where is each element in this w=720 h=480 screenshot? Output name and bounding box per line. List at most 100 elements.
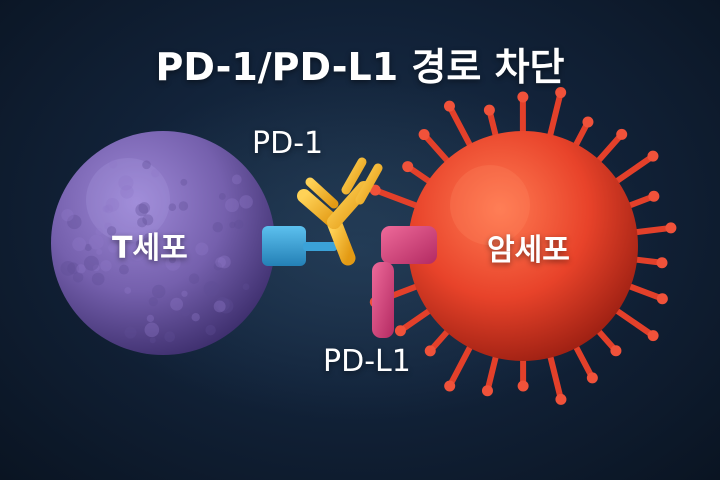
t-cell-bump <box>84 243 92 252</box>
t-cell-bump <box>164 331 176 343</box>
t-cell-bump <box>146 314 155 323</box>
t-cell-bump <box>225 198 239 213</box>
t-cell-bump <box>60 260 76 276</box>
t-cell-highlight <box>86 158 170 242</box>
t-cell-bump <box>215 257 226 268</box>
t-cell-bump <box>180 307 190 317</box>
t-cell-bump <box>109 160 118 169</box>
t-cell-bump <box>124 326 137 339</box>
t-cell-bump <box>181 290 188 297</box>
t-cell-bump <box>191 313 200 322</box>
t-cell-bump <box>96 248 103 255</box>
t-cell-bump <box>231 174 242 185</box>
cancer-spike-tip <box>616 128 628 140</box>
t-cell-bump <box>67 262 80 275</box>
cancer-spike-tip <box>424 345 436 357</box>
t-cell-bump <box>142 214 154 226</box>
t-cell-bump <box>83 255 99 271</box>
t-cell-bump <box>106 226 117 236</box>
t-cell-bump <box>239 195 253 209</box>
t-cell-bump <box>124 287 132 294</box>
cancer-spike-tip <box>555 393 567 405</box>
t-cell-texture <box>60 160 253 344</box>
t-cell-bump <box>212 221 223 233</box>
cancer-spike <box>622 281 666 302</box>
t-cell-bump <box>104 222 112 231</box>
t-cell-bump <box>91 272 105 286</box>
pd1-label: PD-1 <box>252 126 324 161</box>
t-cell-bump <box>203 281 220 297</box>
cancer-spike-tip <box>582 116 594 128</box>
t-cell-bump <box>72 272 84 283</box>
cancer-spike-tip <box>656 257 668 269</box>
cancer-spike-tip <box>555 87 567 99</box>
t-cell-bump <box>178 201 189 211</box>
t-cell-bump <box>138 202 151 214</box>
t-cell-bump <box>151 284 166 299</box>
cancer-spike-tip <box>418 129 430 141</box>
t-cell-bump <box>151 254 159 261</box>
t-cell-bump <box>129 245 146 261</box>
t-cell-bump <box>180 178 188 186</box>
t-cell-bump <box>135 203 149 217</box>
t-cell-bump <box>213 300 226 313</box>
cancer-spike <box>610 153 656 187</box>
t-cell-bump <box>213 262 223 271</box>
t-cell-bump <box>88 234 104 250</box>
t-cell <box>51 131 275 355</box>
cancer-spike-tip <box>517 380 529 392</box>
cancer-spike <box>446 103 475 152</box>
t-cell-label: T세포 <box>112 231 188 266</box>
t-cell-bump <box>105 198 120 212</box>
t-cell-bump <box>144 322 160 338</box>
cancer-spike <box>571 340 596 381</box>
cancer-spike <box>592 131 625 167</box>
t-cell-bump <box>165 255 181 271</box>
t-cell-bump <box>137 217 148 228</box>
t-cell-bump <box>234 219 244 230</box>
cancer-spike-tip <box>665 222 677 234</box>
t-cell-bump <box>120 185 134 199</box>
cancer-spike-tip <box>402 161 414 173</box>
t-cell-bump <box>217 255 231 269</box>
t-cell-bump <box>170 297 184 311</box>
t-cell-bump <box>61 209 74 222</box>
cancer-spike-tip <box>647 330 659 342</box>
blocking-antibody <box>297 157 383 266</box>
cancer-spike <box>397 305 436 334</box>
t-cell-bump <box>102 205 110 213</box>
cancer-spike-tip <box>481 385 493 397</box>
t-cell-bump <box>229 221 236 229</box>
cancer-spike <box>372 187 424 211</box>
cancer-spike-tip <box>610 345 622 357</box>
cancer-cell-spikes <box>369 87 677 405</box>
pdl1-label: PD-L1 <box>323 344 411 379</box>
t-cell-bump <box>148 296 158 307</box>
t-cell-bump <box>168 203 177 212</box>
cancer-spike-tip <box>394 325 406 337</box>
cancer-spike <box>610 305 657 339</box>
cancer-spike-tip <box>443 100 455 112</box>
pdl1-ligand <box>372 226 437 338</box>
t-cell-bump <box>151 169 160 178</box>
t-cell-bump <box>205 324 216 336</box>
cancer-spike-tip <box>656 293 668 305</box>
t-cell-bump <box>135 239 145 249</box>
t-cell-bump <box>215 296 230 312</box>
t-cell-bump <box>72 237 87 252</box>
cancer-spike <box>484 349 500 394</box>
t-cell-bump <box>218 298 234 314</box>
cancer-spike-tip <box>517 91 529 103</box>
t-cell-bump <box>149 337 156 344</box>
cancer-cell <box>408 131 638 361</box>
t-cell-bump <box>242 283 250 291</box>
t-cell-bump <box>188 273 200 284</box>
t-cell-bump <box>76 264 86 274</box>
t-cell-bump <box>118 175 134 191</box>
page-title: PD-1/PD-L1 경로 차단 <box>155 45 565 89</box>
cancer-spike <box>546 89 564 143</box>
cancer-spike-tip <box>647 150 659 162</box>
t-cell-bump <box>95 227 103 236</box>
cancer-spike-tip <box>369 184 381 196</box>
